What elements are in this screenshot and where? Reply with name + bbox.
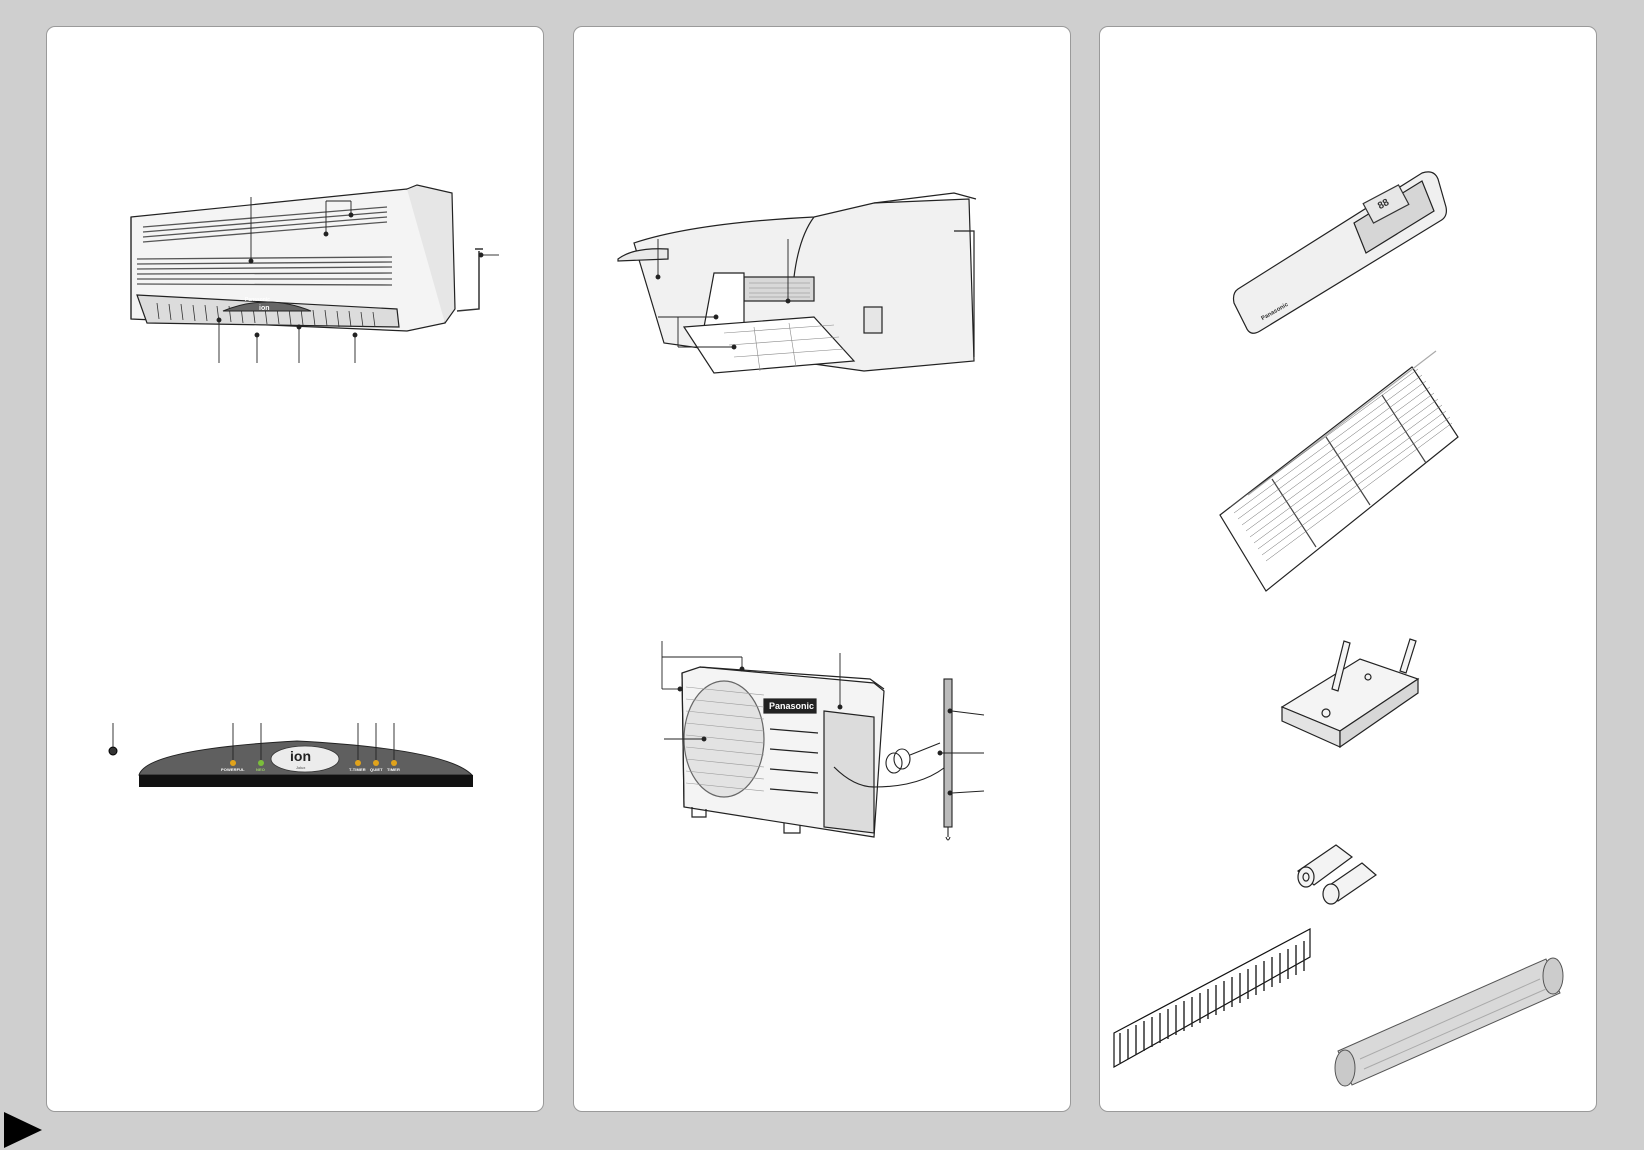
label-quiet: QUIET (370, 767, 383, 772)
remote-control-illustration (1232, 171, 1447, 334)
indoor-panel-logo: ion (259, 305, 270, 312)
accessories-illustration (1113, 171, 1564, 1087)
indicator-panel (108, 740, 474, 787)
outdoor-brand-label: Panasonic (769, 701, 815, 711)
indoor-unit-illustration (108, 184, 499, 787)
label-powerful: POWERFUL (221, 767, 245, 772)
label-neo: NEO (256, 767, 265, 772)
panel-accessories: Panasonic 88 (1099, 26, 1597, 1112)
deodorizing-filter-illustration (1113, 928, 1311, 1069)
next-page-arrow-icon[interactable] (4, 1112, 42, 1148)
ion-logo: ion (290, 748, 311, 764)
indoor-brand-label: Panasonic (245, 297, 271, 303)
remote-holder-illustration (1280, 638, 1420, 749)
filter-sheet-lines (1229, 368, 1453, 562)
ion-logo-sub: Jolux (296, 765, 306, 770)
label-t-timer: T-TIMER (349, 767, 366, 772)
panel-filters-outdoor: Panasonic (573, 26, 1071, 1112)
label-timer: TIMER (387, 767, 400, 772)
filter-sheet-illustration (1219, 350, 1459, 592)
filter-strip-ribs (1119, 941, 1305, 1063)
open-unit-and-outdoor-illustration (617, 192, 985, 841)
batteries-illustration (1297, 844, 1377, 905)
rolled-filter-illustration (1334, 957, 1564, 1087)
panel-indoor-unit: Panasonic ion ion Jolux POWERFUL NEO T-T… (46, 26, 544, 1112)
